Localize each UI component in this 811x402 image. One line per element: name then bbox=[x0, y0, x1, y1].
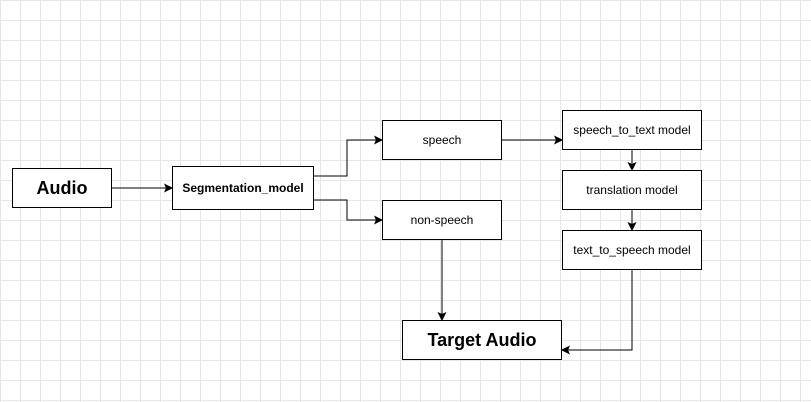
arrowhead-stt bbox=[554, 135, 564, 145]
node-speech-to-text-model-label: speech_to_text model bbox=[573, 123, 691, 137]
node-audio-label: Audio bbox=[36, 177, 88, 198]
arrowhead-target-top bbox=[437, 312, 447, 322]
node-segmentation-model-label: Segmentation_model bbox=[182, 181, 304, 195]
node-translation-model[interactable]: translation model bbox=[562, 170, 702, 210]
edge-segmentation-to-speech bbox=[314, 139, 376, 177]
node-translation-model-label: translation model bbox=[586, 183, 678, 197]
arrowhead-non-speech bbox=[374, 215, 384, 225]
arrowhead-tts bbox=[627, 222, 637, 232]
node-segmentation-model[interactable]: Segmentation_model bbox=[172, 166, 314, 210]
edge-segmentation-to-non-speech bbox=[314, 199, 376, 221]
arrowhead-speech bbox=[374, 135, 384, 145]
arrowhead-target-right bbox=[560, 345, 570, 355]
node-text-to-speech-model-label: text_to_speech model bbox=[573, 243, 691, 257]
node-speech-to-text-model[interactable]: speech_to_text model bbox=[562, 110, 702, 150]
node-audio[interactable]: Audio bbox=[12, 168, 112, 208]
node-non-speech-label: non-speech bbox=[410, 213, 474, 227]
node-target-audio-label: Target Audio bbox=[427, 329, 537, 350]
arrowhead-segmentation bbox=[164, 183, 174, 193]
node-non-speech[interactable]: non-speech bbox=[382, 200, 502, 240]
node-target-audio[interactable]: Target Audio bbox=[402, 320, 562, 360]
node-text-to-speech-model[interactable]: text_to_speech model bbox=[562, 230, 702, 270]
edge-tts-to-target bbox=[568, 270, 633, 351]
node-speech-label: speech bbox=[422, 133, 462, 147]
arrowhead-translation bbox=[627, 162, 637, 172]
node-speech[interactable]: speech bbox=[382, 120, 502, 160]
